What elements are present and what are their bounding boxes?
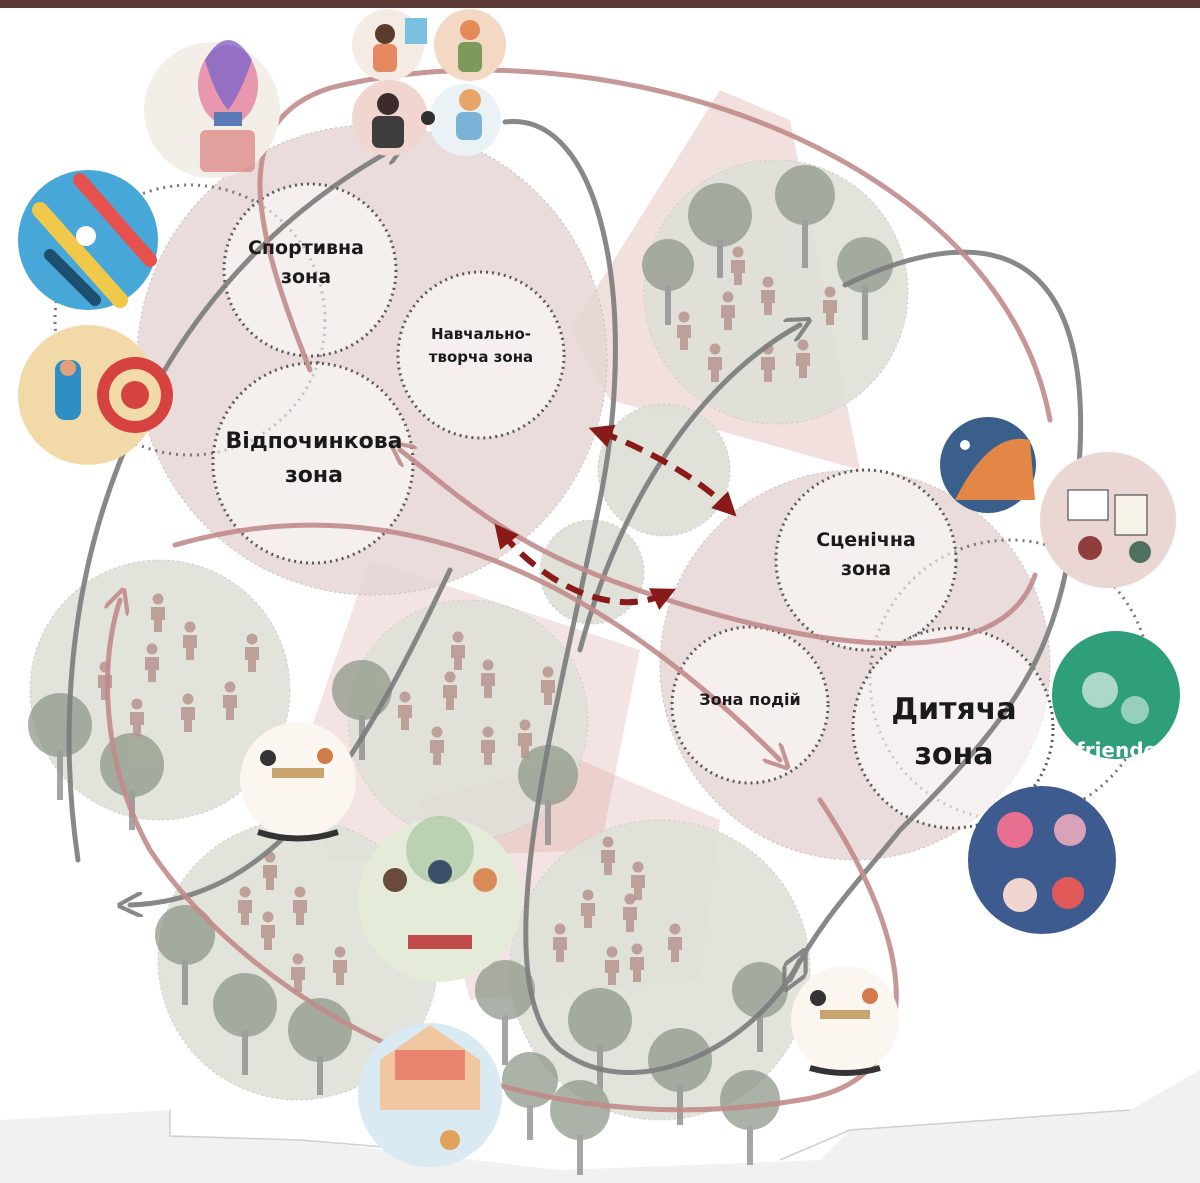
person-icon <box>731 246 745 285</box>
tree-icon <box>642 239 694 325</box>
tree-cluster <box>28 165 893 1175</box>
education-zone-circle <box>396 270 566 440</box>
tree-icon <box>648 1028 712 1125</box>
events-zone-label: Зона подій <box>699 690 801 709</box>
tree-icon <box>155 905 215 1005</box>
tree-icon <box>775 165 835 268</box>
site-outline-right <box>779 1109 1131 1161</box>
connector-arrow <box>494 523 676 610</box>
person-icon <box>605 946 619 985</box>
person-icon <box>601 836 615 875</box>
picnic-illustration-icon <box>358 816 522 982</box>
person-icon <box>245 633 259 672</box>
person-icon <box>130 698 144 737</box>
kayak-illustration-icon <box>18 170 158 310</box>
cafe-illustration-icon <box>791 966 899 1076</box>
person-icon <box>261 911 275 950</box>
tree-icon <box>28 693 92 800</box>
gray-flow-arrow <box>502 119 800 1076</box>
person-icon <box>443 671 457 710</box>
tree-icon <box>837 237 893 340</box>
tree-icon <box>688 183 752 278</box>
person-icon <box>398 691 412 730</box>
gray-flow-arrow <box>66 148 395 863</box>
tree-icon <box>518 745 578 845</box>
tree-icon <box>213 973 277 1075</box>
person-icon <box>581 889 595 928</box>
desk-illustration-icon <box>1040 452 1176 588</box>
person-icon <box>761 276 775 315</box>
rose-flow-arrow <box>172 522 780 760</box>
stadium-illustration-icon <box>940 417 1036 513</box>
person-icon <box>151 593 165 632</box>
tree-icon <box>475 960 535 1065</box>
site-outline <box>169 1110 421 1151</box>
person-icon <box>623 893 637 932</box>
person-icon <box>183 621 197 660</box>
person-icon <box>451 631 465 670</box>
kids-zone-circle <box>851 626 1055 830</box>
rest-zone-label: Відпочинкова зона <box>225 429 403 489</box>
sport-zone-circle <box>222 182 398 358</box>
person-icon <box>293 886 307 925</box>
tree-icon <box>550 1080 610 1175</box>
person-icon <box>223 681 237 720</box>
person-icon <box>796 339 810 378</box>
education-zone-label: Навчально- творча зона <box>428 325 534 367</box>
ground-plane <box>0 1070 1200 1183</box>
circle-people-icon <box>968 786 1116 934</box>
center-small-disc <box>597 403 731 537</box>
person-icon <box>481 659 495 698</box>
poster-text: friende <box>1076 738 1157 762</box>
person-icon <box>291 953 305 992</box>
person-icon <box>708 343 722 382</box>
green-disc-left <box>29 559 291 821</box>
person-icon <box>181 693 195 732</box>
book-poster-icon: friende <box>1052 631 1180 762</box>
person-icon <box>333 946 347 985</box>
kids-zone-label: Дитяча зона <box>891 692 1017 772</box>
person-icon <box>541 666 555 705</box>
person-icon <box>430 726 444 765</box>
person-icon <box>553 923 567 962</box>
person-icon <box>631 861 645 900</box>
family-illustration-icon <box>358 1023 502 1167</box>
person-icon <box>630 943 644 982</box>
person-icon <box>668 923 682 962</box>
person-icon <box>823 286 837 325</box>
top-bar <box>0 0 1200 8</box>
person-icon <box>238 886 252 925</box>
balloon-illustration-icon <box>144 40 280 178</box>
beach-illustration-icon <box>18 325 173 465</box>
stage-zone-label: Сценічна зона <box>816 529 916 581</box>
readers-illustration-icon <box>352 80 501 156</box>
tree-icon <box>732 962 788 1052</box>
person-icon <box>677 311 691 350</box>
person-icon <box>721 291 735 330</box>
tree-icon <box>288 998 352 1095</box>
tree-icon <box>720 1070 780 1165</box>
stage-zone-circle <box>774 468 958 652</box>
person-icon <box>145 643 159 682</box>
sport-zone-label: Спортивна зона <box>247 237 365 289</box>
cafe-illustration-icon <box>240 722 356 842</box>
person-icon <box>518 719 532 758</box>
artists-illustration-icon <box>352 9 506 81</box>
person-icon <box>481 726 495 765</box>
